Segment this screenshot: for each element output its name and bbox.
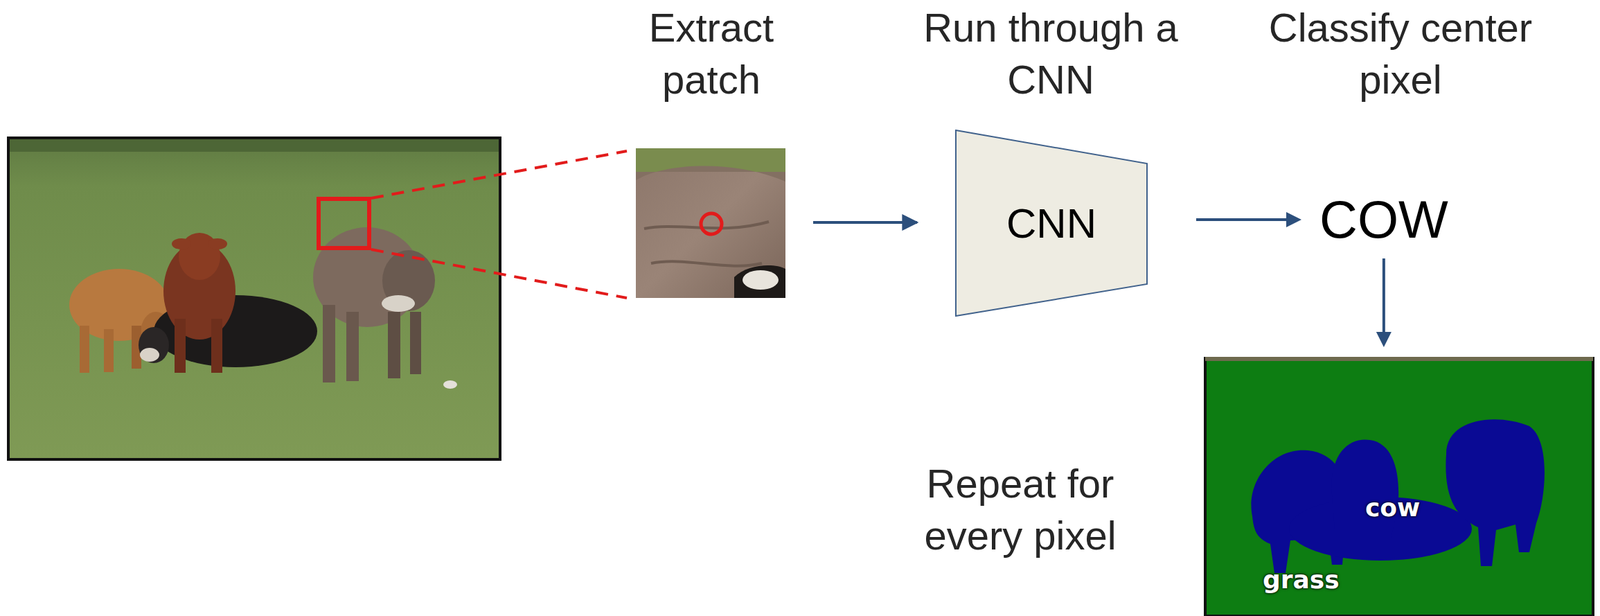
grass-region [1205, 358, 1594, 616]
class-result: COW [1315, 190, 1453, 249]
step-heading: Repeat for every pixel [885, 457, 1156, 562]
segmentation-map: cow grass [1203, 356, 1595, 616]
cow-region [1445, 419, 1545, 566]
flow-arrow [1196, 211, 1302, 228]
flow-arrow [1376, 258, 1392, 348]
node-label: CNN [1006, 199, 1097, 248]
segmentation-picture [1203, 356, 1595, 616]
arrow-shaft [1382, 258, 1386, 335]
cow-region [1331, 439, 1399, 539]
step-heading: Run through a CNN [922, 1, 1179, 106]
region-label: cow [1365, 493, 1420, 522]
arrow-shaft [1196, 218, 1290, 221]
step-heading: Extract patch [597, 1, 826, 106]
region-label: grass [1262, 565, 1340, 594]
step-heading: Classify center pixel [1265, 1, 1536, 106]
cnn-block: CNN [955, 129, 1148, 317]
flow-arrow [813, 220, 918, 224]
patch-image [635, 148, 786, 298]
top-edge [1205, 356, 1594, 361]
arrow-head [1286, 211, 1302, 228]
arrow-head [1376, 331, 1392, 348]
trapezoid-outline [955, 130, 1148, 316]
class-label: COW [1319, 193, 1449, 246]
cow-photo [8, 137, 627, 460]
